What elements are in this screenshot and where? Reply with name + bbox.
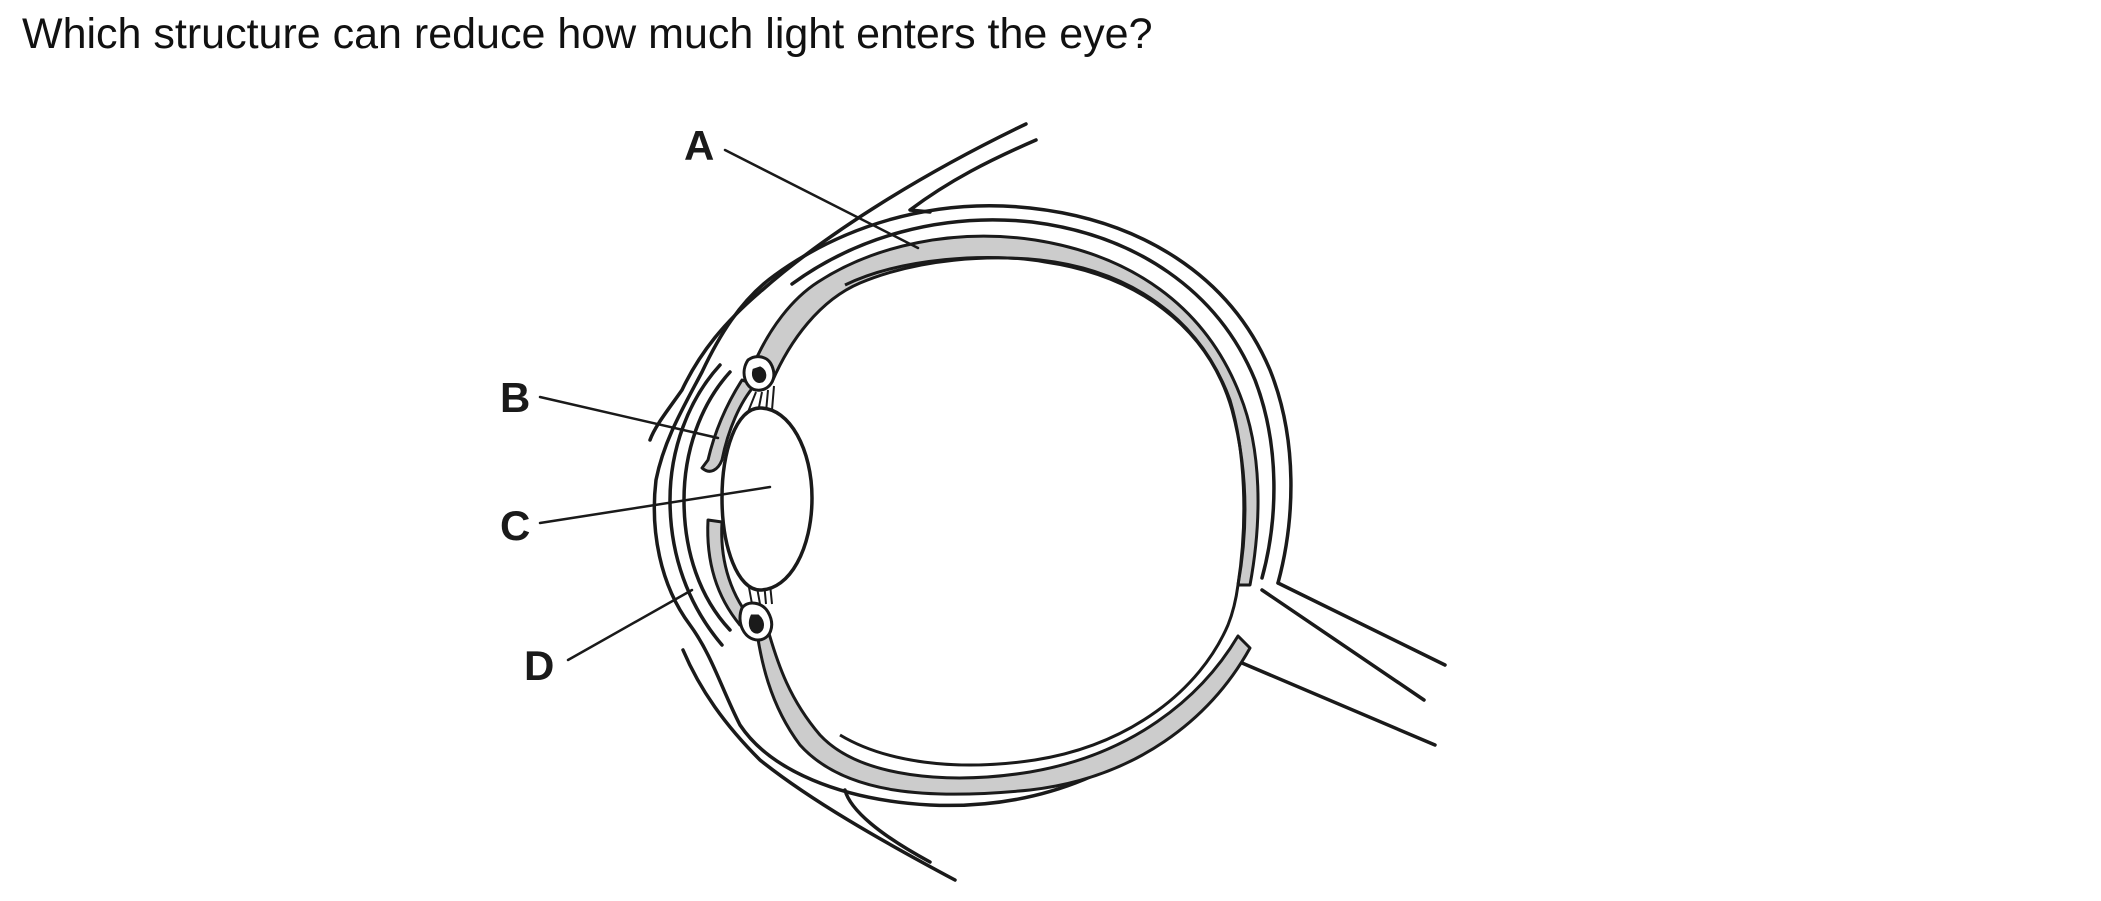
cornea-outer-line (668, 363, 724, 647)
lens (720, 406, 814, 592)
upper-ciliary-dark-spot (752, 366, 767, 383)
optic-nerve-upper-line (1276, 581, 1447, 667)
pointer-line-c (538, 485, 772, 525)
label-d: D (524, 642, 554, 689)
upper-choroid-band (743, 234, 1260, 587)
pointer-line-d (566, 588, 694, 662)
optic-nerve-upper-inner-line (1260, 588, 1426, 702)
sclera-outer-line (652, 204, 1437, 808)
ciliary-bodies (738, 355, 776, 642)
iris-upper (700, 378, 757, 473)
eyelid-outline (648, 122, 1038, 882)
sclera-inner-line (790, 218, 1276, 580)
suspensory-ligaments (747, 385, 775, 605)
lower-ligaments (747, 581, 773, 605)
pointer-line-a (723, 148, 920, 250)
pointer-line-b (538, 395, 720, 440)
lower-ciliary-dark-spot (748, 614, 764, 634)
label-b: B (500, 374, 530, 421)
label-a: A (684, 122, 714, 169)
upper-eyelid-inner-line (908, 138, 1038, 214)
question-text: Which structure can reduce how much ligh… (22, 10, 1153, 58)
upper-ligaments (747, 385, 775, 413)
retina-inner-line (839, 256, 1247, 767)
lower-choroid-band (753, 616, 1252, 796)
lower-eyelid-outer-line (681, 648, 957, 882)
upper-eyelid-outer-line (648, 122, 1028, 442)
sclera (652, 204, 1447, 808)
label-c: C (500, 502, 530, 549)
label-pointer-lines (538, 148, 920, 662)
lower-eyelid-inner-line (843, 788, 932, 864)
